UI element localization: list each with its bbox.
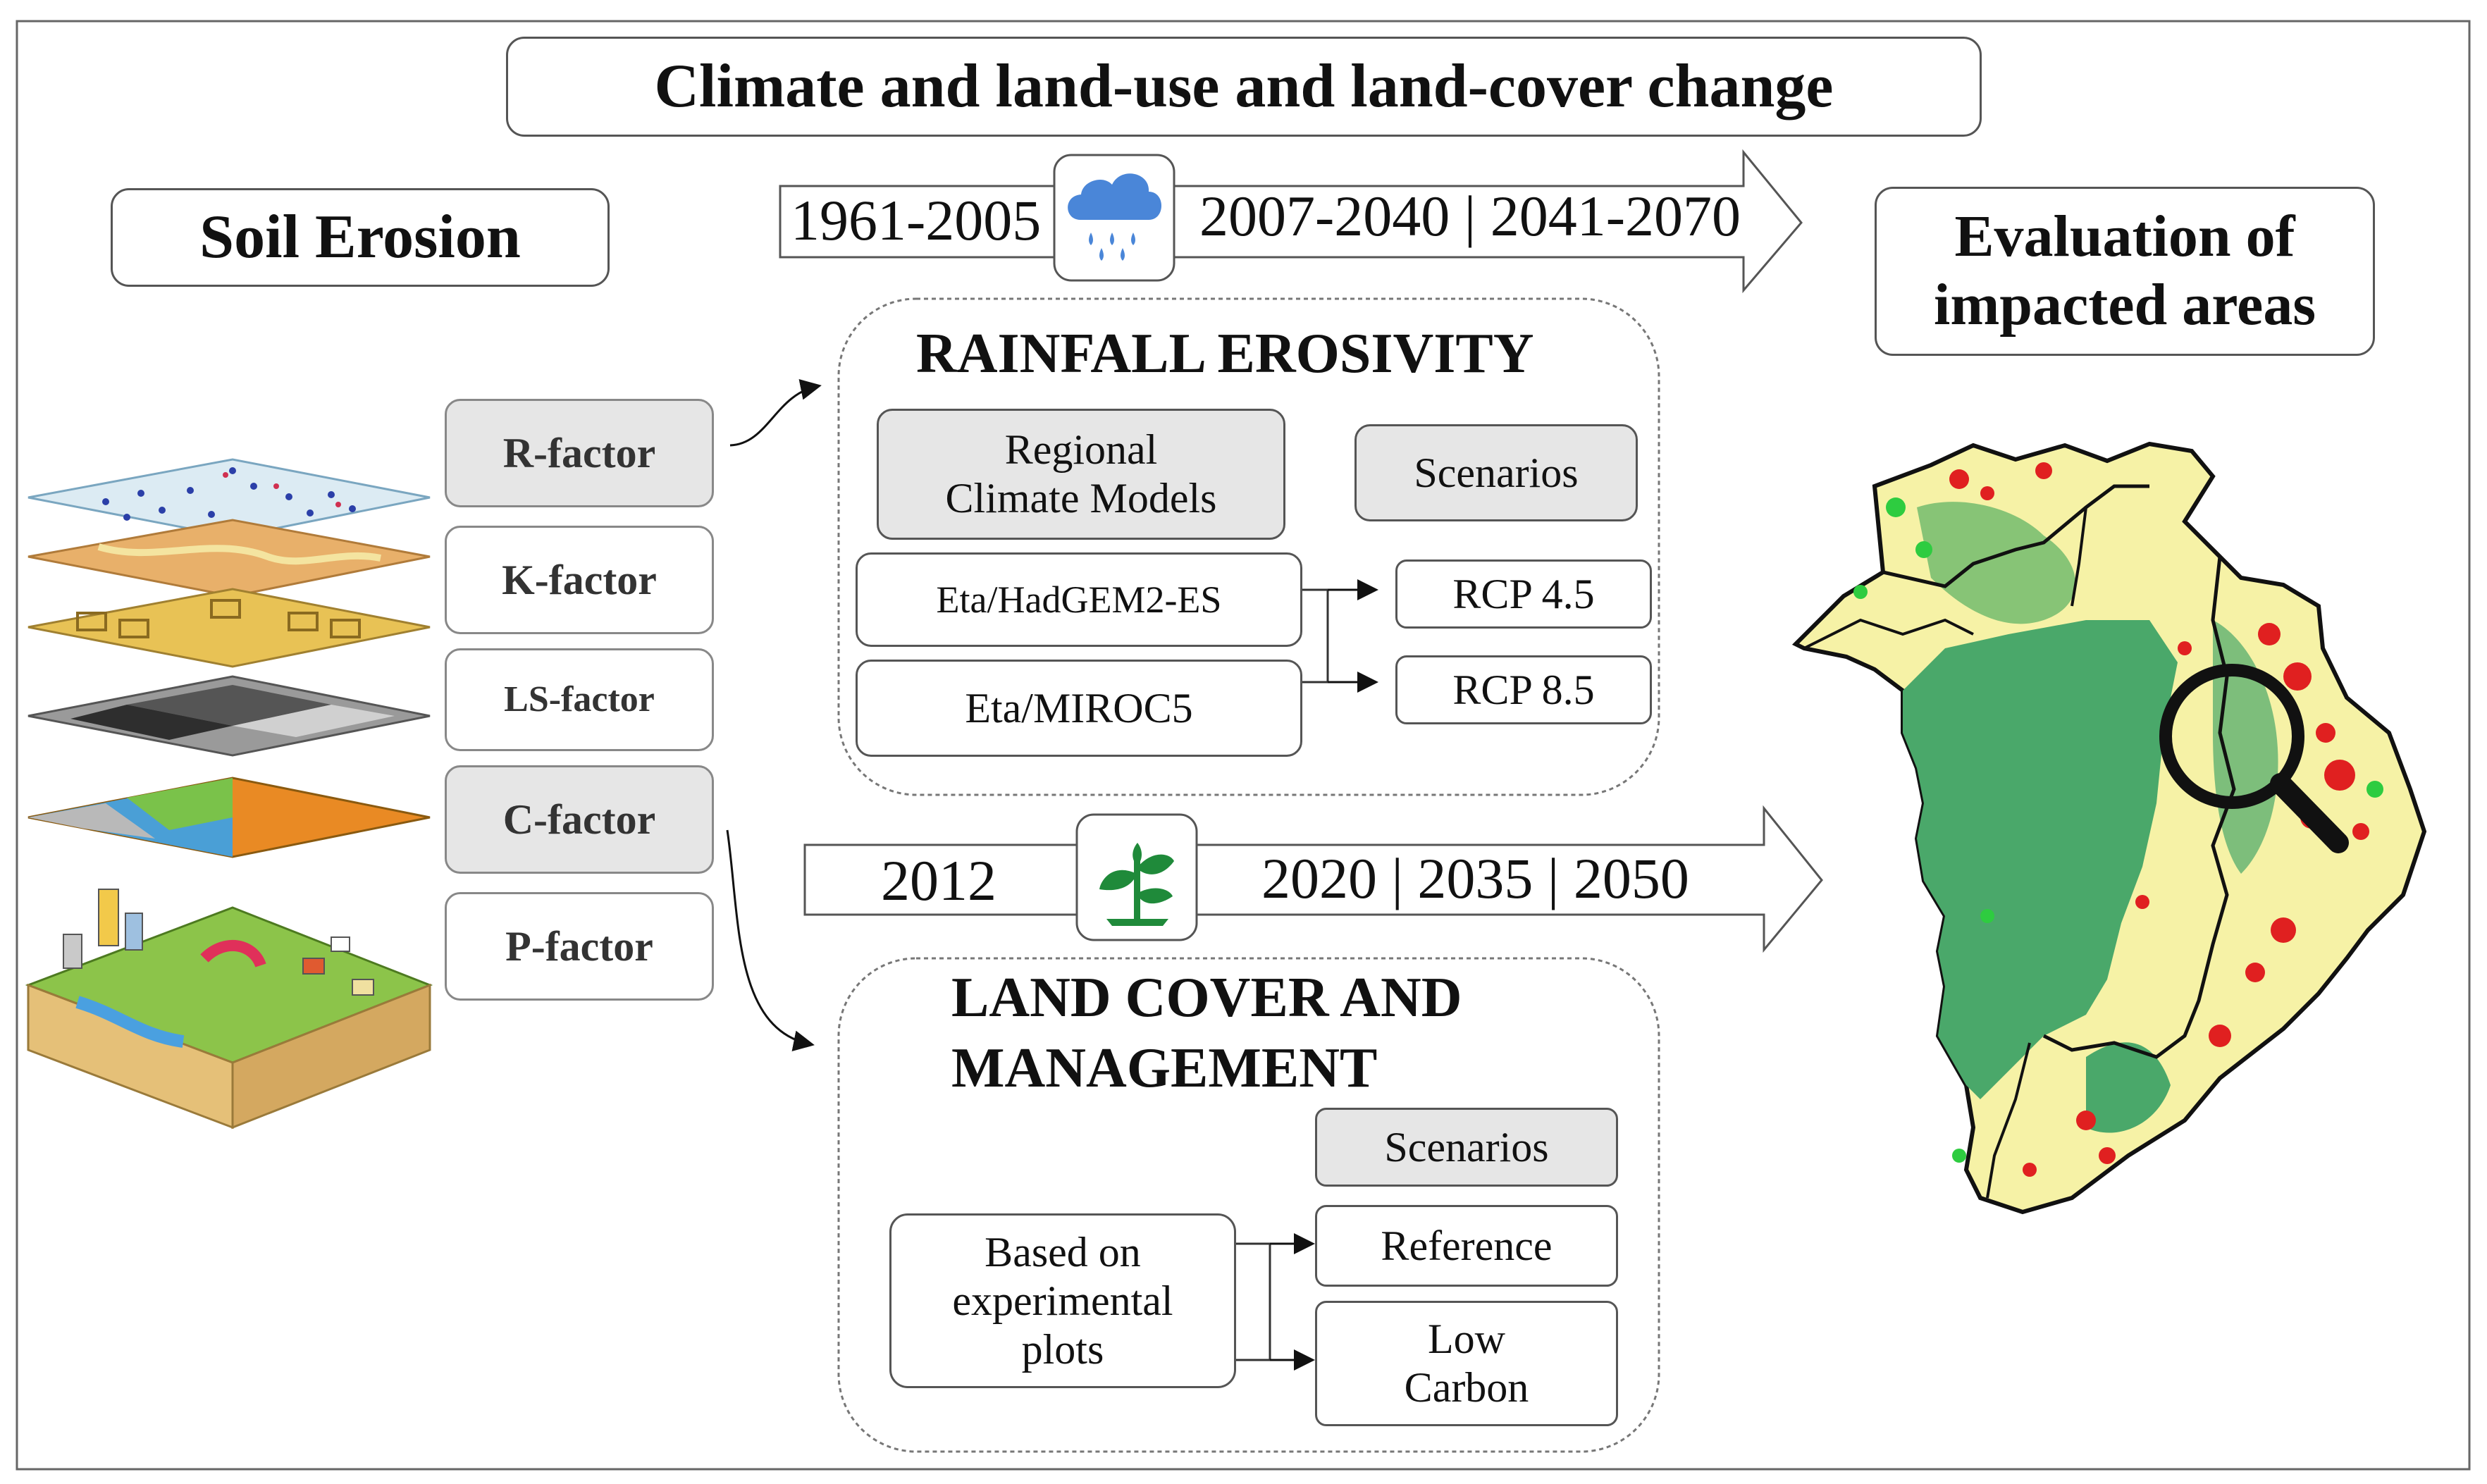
landuse-timeline-arrow [803,805,1823,953]
basis-line-2: experimental [952,1277,1173,1324]
factor-k-label: K-factor [502,556,657,603]
models-label-1: Regional [1004,426,1158,473]
page-title: Climate and land-use and land-cover chan… [654,52,1834,121]
climate-timeline-arrow [779,149,1803,294]
title-box: Climate and land-use and land-cover chan… [506,37,1982,137]
rainfall-scenarios-label: Scenarios [1414,449,1579,496]
landcover-title-2: MANAGEMENT [951,1037,1378,1099]
landcover-scenarios-label: Scenarios [1384,1123,1549,1170]
evaluation-box: Evaluation of impacted areas [1875,187,2375,356]
climate-future-years: 2007-2040 | 2041-2070 [1199,184,1741,248]
magnifier-icon [2159,664,2349,853]
rain-cloud-icon [1068,173,1161,261]
factor-p-label: P-factor [505,922,653,970]
r-factor-arrow [729,379,822,447]
plant-sprout-icon [1099,843,1174,926]
factor-ls-label: LS-factor [504,679,655,720]
rainfall-title: RAINFALL EROSIVITY [916,323,1534,385]
model-miroc5-label: Eta/MIROC5 [965,684,1193,731]
models-bracket [1302,588,1329,684]
factor-r-label: R-factor [502,429,656,476]
soil-erosion-label: Soil Erosion [199,203,521,272]
low-carbon-line-1: Low [1428,1316,1505,1362]
factor-r: R-factor [445,399,714,507]
models-label-2: Climate Models [945,475,1217,521]
landcover-title-1: LAND COVER AND [951,967,1462,1029]
factor-c: C-factor [445,765,714,874]
landuse-baseline-year: 2012 [881,848,996,913]
evaluation-line-2: impacted areas [1933,272,2316,338]
basis-bracket [1236,1242,1271,1361]
landcover-frame [837,957,1660,1453]
soil-layers-illustration [25,458,433,1130]
low-carbon-box: Low Carbon [1315,1301,1618,1426]
rcp85-label: RCP 8.5 [1452,666,1595,713]
model-hadgem2-box: Eta/HadGEM2-ES [856,552,1302,647]
rcp85-box: RCP 8.5 [1395,655,1652,724]
soil-erosion-box: Soil Erosion [111,188,610,287]
basis-line-3: plots [1021,1325,1104,1373]
outer-frame [16,20,2471,1471]
factor-k: K-factor [445,526,714,634]
c-factor-arrow [726,829,815,1051]
climate-baseline-years: 1961-2005 [791,188,1042,252]
reference-label: Reference [1381,1222,1553,1269]
evaluation-line-1: Evaluation of [1954,204,2295,270]
basis-line-1: Based on [985,1228,1141,1275]
study-area-map [1791,441,2427,1215]
landcover-scenarios-box: Scenarios [1315,1108,1618,1187]
reference-box: Reference [1315,1205,1618,1287]
rcp45-box: RCP 4.5 [1395,559,1652,629]
landuse-future-years: 2020 | 2035 | 2050 [1261,846,1689,910]
regional-climate-models-box: Regional Climate Models [877,409,1285,540]
rainfall-frame [837,297,1660,796]
low-carbon-line-2: Carbon [1404,1364,1529,1411]
factor-ls: LS-factor [445,648,714,751]
model-miroc5-box: Eta/MIROC5 [856,660,1302,757]
model-hadgem2-label: Eta/HadGEM2-ES [936,578,1222,621]
rainfall-scenarios-box: Scenarios [1354,424,1638,521]
rcp45-label: RCP 4.5 [1452,570,1595,617]
factor-p: P-factor [445,892,714,1001]
experimental-plots-box: Based on experimental plots [889,1213,1236,1388]
factor-c-label: C-factor [502,796,656,843]
